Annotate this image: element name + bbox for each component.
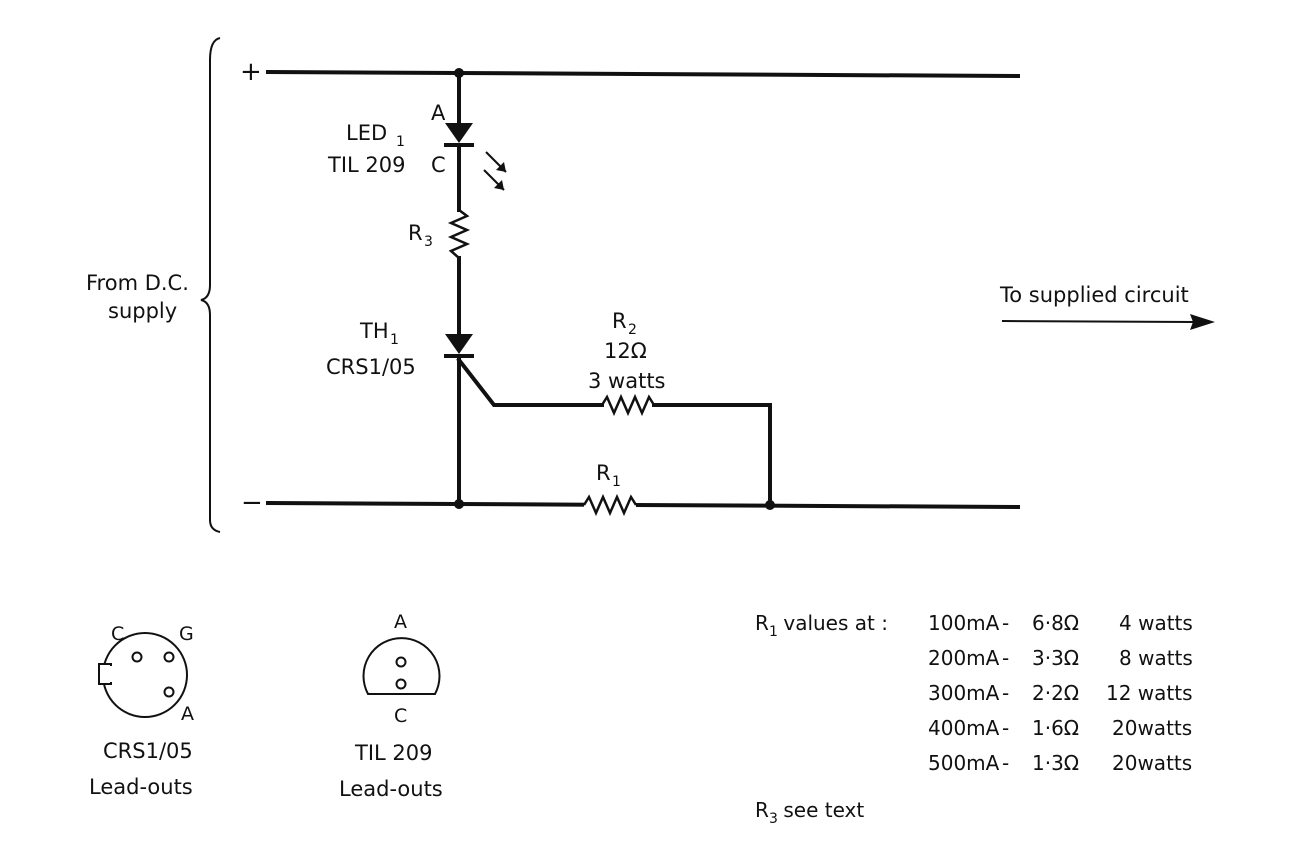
gate-wire <box>456 357 604 407</box>
til-leadout-diagram <box>362 637 441 695</box>
til-leadouts-caption: Lead-outs <box>339 777 443 801</box>
r1-resistor <box>582 493 638 517</box>
svg-text:1·3Ω: 1·3Ω <box>1032 751 1079 775</box>
svg-text:6·8Ω: 6·8Ω <box>1032 611 1079 635</box>
from-dc-supply-label-line2: supply <box>108 299 177 323</box>
svg-text:4 watts: 4 watts <box>1119 611 1193 635</box>
crs-pin-c-label: C <box>111 623 124 645</box>
svg-text:3·3Ω: 3·3Ω <box>1032 646 1079 670</box>
svg-text:-: - <box>1002 611 1009 635</box>
r1-table-row: 200mA - 3·3Ω 8 watts <box>928 646 1193 670</box>
r2-resistor <box>600 393 656 417</box>
r1-table-row: 100mA - 6·8Ω 4 watts <box>928 611 1193 635</box>
crs-leadout-diagram <box>98 632 188 718</box>
positive-rail <box>265 69 1021 79</box>
svg-text:1·6Ω: 1·6Ω <box>1032 716 1079 740</box>
svg-text:-: - <box>1002 681 1009 705</box>
svg-text:8 watts: 8 watts <box>1119 646 1193 670</box>
svg-text:-: - <box>1002 646 1009 670</box>
crs-part-label: CRS1/05 <box>103 739 193 763</box>
svg-text:-: - <box>1002 751 1009 775</box>
svg-text:12 watts: 12 watts <box>1106 681 1193 705</box>
svg-text:200mA: 200mA <box>928 646 1000 670</box>
negative-rail-label: − <box>241 488 263 518</box>
svg-text:400mA: 400mA <box>928 716 1000 740</box>
thyristor-part-label: CRS1/05 <box>326 355 416 379</box>
thyristor-label: TH <box>359 319 389 343</box>
svg-text:2·2Ω: 2·2Ω <box>1032 681 1079 705</box>
svg-text:-: - <box>1002 716 1009 740</box>
led-part-label: TIL 209 <box>327 153 405 177</box>
svg-text:20watts: 20watts <box>1112 716 1192 740</box>
r1-subscript: 1 <box>612 474 621 490</box>
til-pin-c-label: C <box>394 705 407 727</box>
r2-power-label: 3 watts <box>588 369 666 393</box>
led-cathode-label: C <box>431 153 446 177</box>
r3-note-suffix: see text <box>777 798 864 822</box>
r2-return-wire <box>652 403 772 507</box>
r3-note-prefix: R <box>755 798 769 822</box>
led-symbol <box>444 123 474 147</box>
crs-pin-g-label: G <box>179 623 194 645</box>
negative-rail <box>265 500 1021 510</box>
led-label: LED <box>346 121 387 145</box>
r1-table-row: 400mA - 1·6Ω 20watts <box>928 716 1192 740</box>
svg-text:100mA: 100mA <box>928 611 1000 635</box>
r2-subscript: 2 <box>628 322 637 338</box>
r3-subscript: 3 <box>424 234 433 250</box>
thyristor-symbol <box>444 334 474 358</box>
r1-table-row: 300mA - 2·2Ω 12 watts <box>928 681 1193 705</box>
r1-table-title-sub: 1 <box>769 624 778 640</box>
led-anode-label: A <box>431 101 446 125</box>
r1-label: R <box>596 461 611 485</box>
led-subscript: 1 <box>396 134 405 150</box>
supply-brace <box>200 37 221 533</box>
svg-text:20watts: 20watts <box>1112 751 1192 775</box>
positive-rail-label: + <box>240 57 262 87</box>
r3-resistor <box>447 209 471 259</box>
r1-table-title-suffix: values at : <box>777 611 888 635</box>
svg-text:500mA: 500mA <box>928 751 1000 775</box>
r1-table-row: 500mA - 1·3Ω 20watts <box>928 751 1192 775</box>
til-part-label: TIL 209 <box>354 741 432 765</box>
r3-label: R <box>408 221 423 245</box>
r2-label: R <box>612 309 627 333</box>
output-arrow-icon <box>1001 314 1215 330</box>
from-dc-supply-label-line1: From D.C. <box>86 271 189 295</box>
light-emission-arrows-icon <box>483 151 507 191</box>
svg-text:300mA: 300mA <box>928 681 1000 705</box>
r1-table-title-prefix: R <box>755 611 769 635</box>
r2-value-label: 12Ω <box>604 339 647 363</box>
thyristor-subscript: 1 <box>390 332 399 348</box>
crs-pin-a-label: A <box>181 703 194 725</box>
crs-leadouts-caption: Lead-outs <box>89 775 193 799</box>
til-pin-a-label: A <box>394 611 407 633</box>
to-supplied-circuit-label: To supplied circuit <box>999 283 1189 307</box>
r3-note-sub: 3 <box>769 811 778 827</box>
